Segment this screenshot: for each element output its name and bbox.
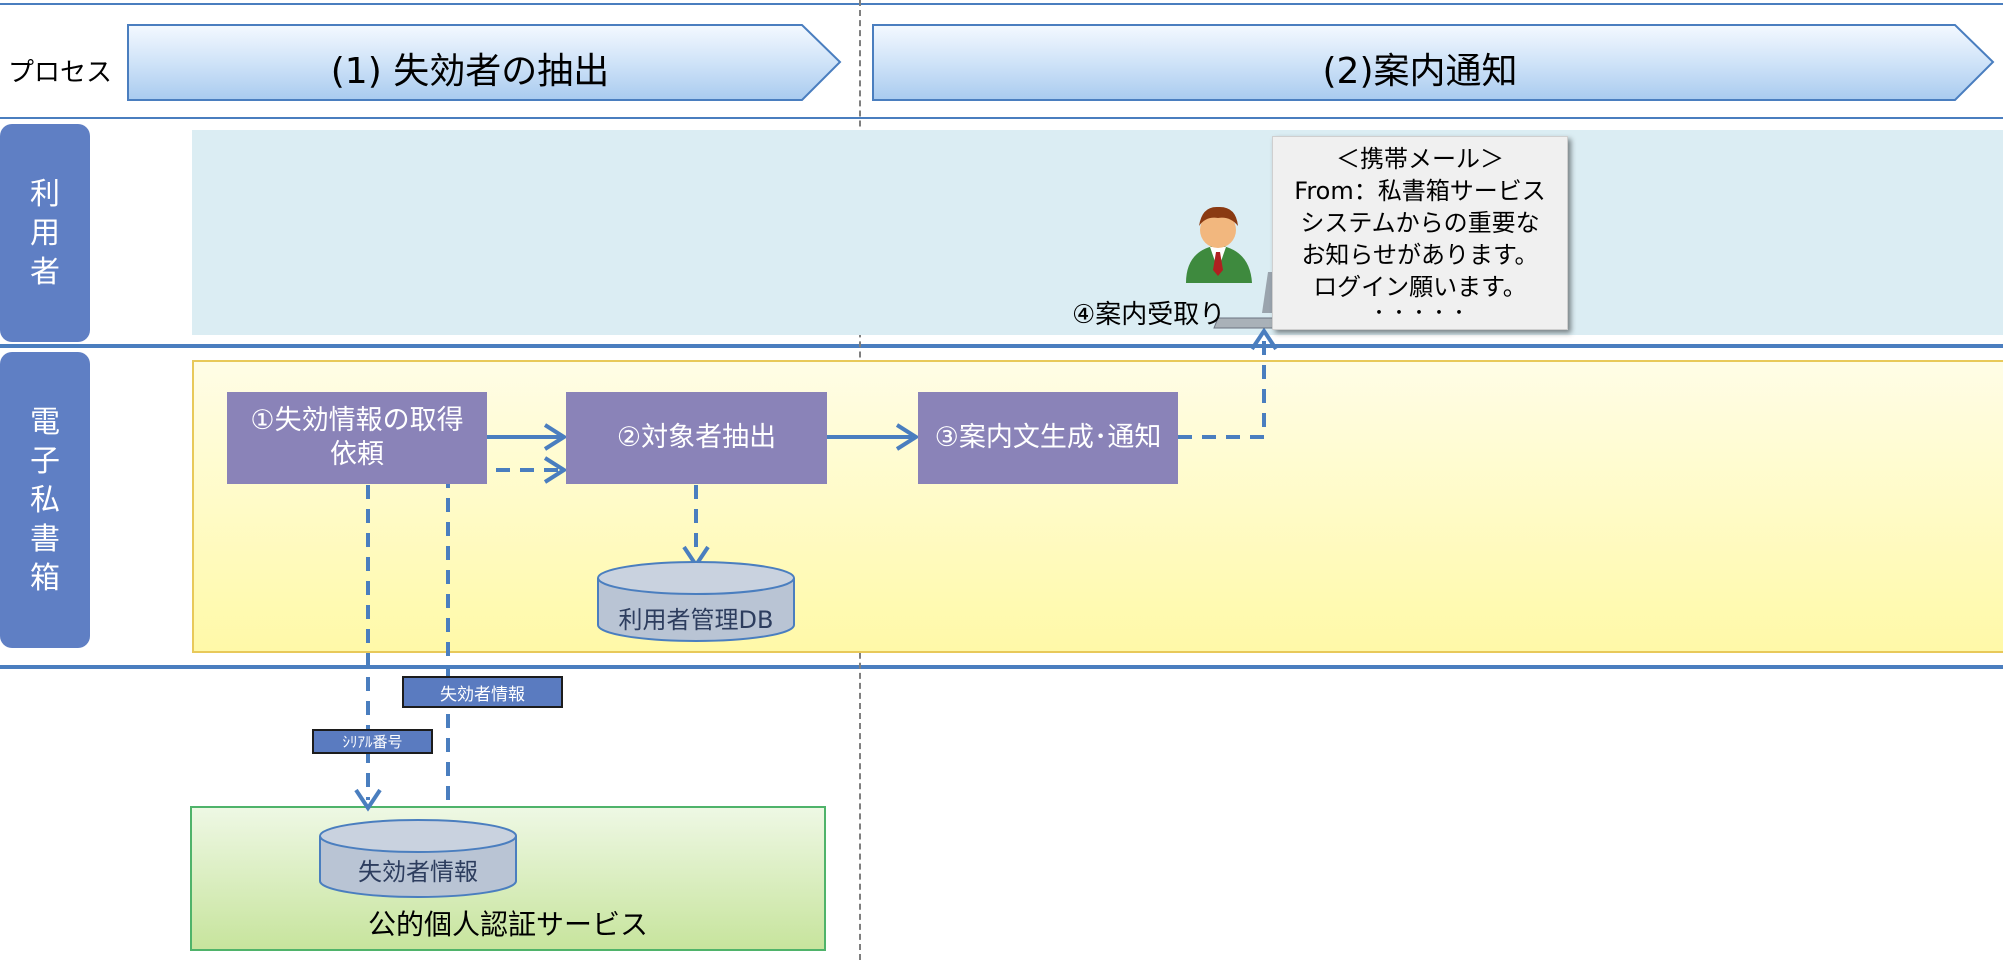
revoked-info-tag: 失効者情報 (402, 676, 563, 708)
person-icon (1186, 206, 1252, 283)
phase2-label: (2)案内通知 (1322, 51, 1518, 92)
mobile-mail-card: ＜携帯メール＞ From：私書箱サービス システムからの重要な お知らせがありま… (1272, 136, 1568, 330)
lane-system-char: 電 (30, 404, 60, 440)
mail-line: ログイン願います。 (1313, 273, 1527, 301)
process-row-divider (0, 117, 2003, 119)
phase2-chevron (872, 24, 1995, 101)
system-lane-divider (0, 665, 2003, 669)
step2-label: ②対象者抽出 (616, 422, 777, 454)
user-db-label: 利用者管理DB (618, 606, 774, 634)
serial-number-tag: ｼﾘｱﾙ番号 (312, 729, 433, 754)
top-border (0, 3, 2003, 5)
public-auth-service-label: 公的個人認証サービス (367, 908, 648, 941)
lane-tab-system: 電 子 私 書 箱 (0, 352, 90, 648)
lane-system-char: 書 (30, 521, 60, 557)
user-db-cylinder (597, 561, 795, 642)
lane-system-char: 子 (30, 443, 60, 479)
revoked-db-cylinder (319, 819, 517, 898)
lane-user-char: 用 (30, 215, 60, 251)
step3-box: ③案内文生成･通知 (918, 392, 1178, 484)
step1-line2: 依頼 (330, 439, 384, 470)
lane-system-char: 私 (30, 482, 60, 518)
mail-line: ・・・・・ (1370, 303, 1470, 324)
process-row-label: プロセス (8, 58, 113, 88)
lane-system-char: 箱 (30, 560, 60, 596)
mail-line: お知らせがあります。 (1301, 241, 1539, 269)
phase1-chevron (127, 24, 842, 101)
mail-line: ＜携帯メール＞ (1336, 145, 1504, 173)
user-lane-background (192, 130, 2003, 335)
dashed-step3-to-user (1178, 340, 1266, 439)
lane-user-char: 者 (30, 254, 60, 290)
mail-line: システムからの重要な (1300, 209, 1540, 237)
step3-label: ③案内文生成･通知 (934, 422, 1162, 454)
phase1-label: (1) 失効者の抽出 (330, 51, 610, 92)
step2-box: ②対象者抽出 (566, 392, 827, 484)
user-lane-divider (0, 344, 2003, 348)
lane-user-char: 利 (30, 176, 60, 212)
step1-box: ①失効情報の取得 依頼 (227, 392, 487, 484)
phase-chevrons (127, 24, 1995, 101)
mail-line: From：私書箱サービス (1294, 177, 1546, 205)
step1-line1: ①失効情報の取得 (250, 405, 464, 437)
step4-label: ④案内受取り (1072, 300, 1226, 330)
revoked-db-label: 失効者情報 (358, 858, 478, 886)
lane-tab-user: 利 用 者 (0, 124, 90, 342)
